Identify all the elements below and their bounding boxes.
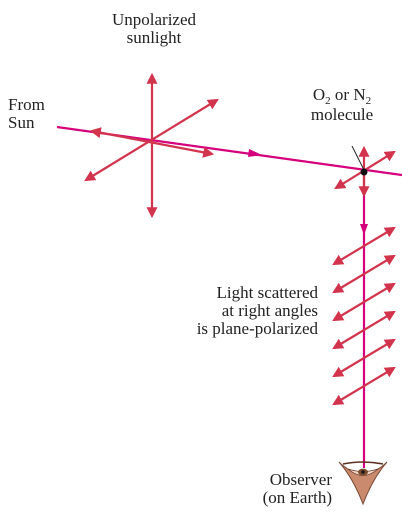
observer-label-line2: (on Earth) [248, 489, 332, 507]
observer-label: Observer (on Earth) [248, 471, 332, 507]
scattered-direction-arrow [360, 224, 368, 235]
from-sun-label-line1: From [8, 96, 45, 114]
molecule-n-sub: 2 [366, 95, 372, 107]
molecule-label: O2 or N2 molecule [290, 86, 394, 124]
eye-icon [339, 462, 387, 504]
unpolarized-label: Unpolarized sunlight [102, 11, 206, 47]
molecule-o-sub: 2 [325, 95, 331, 107]
unpolarized-label-line2: sunlight [102, 29, 206, 47]
scattered-label-line1: Light scattered [136, 284, 318, 302]
molecule-or-n: or N [331, 85, 366, 104]
from-sun-label-line2: Sun [8, 114, 45, 132]
scattered-label-line2: at right angles [136, 302, 318, 320]
scattered-label: Light scattered at right angles is plane… [136, 284, 318, 338]
molecule-dot-icon [361, 169, 368, 176]
molecule-label-line2: molecule [290, 106, 394, 124]
scattered-label-line3: is plane-polarized [136, 320, 318, 338]
molecule-o: O [313, 85, 325, 104]
molecule-label-line1: O2 or N2 [290, 86, 394, 106]
unpolarized-label-line1: Unpolarized [102, 11, 206, 29]
molecule-leader-line [352, 146, 364, 170]
from-sun-label: From Sun [8, 96, 45, 132]
observer-label-line1: Observer [248, 471, 332, 489]
